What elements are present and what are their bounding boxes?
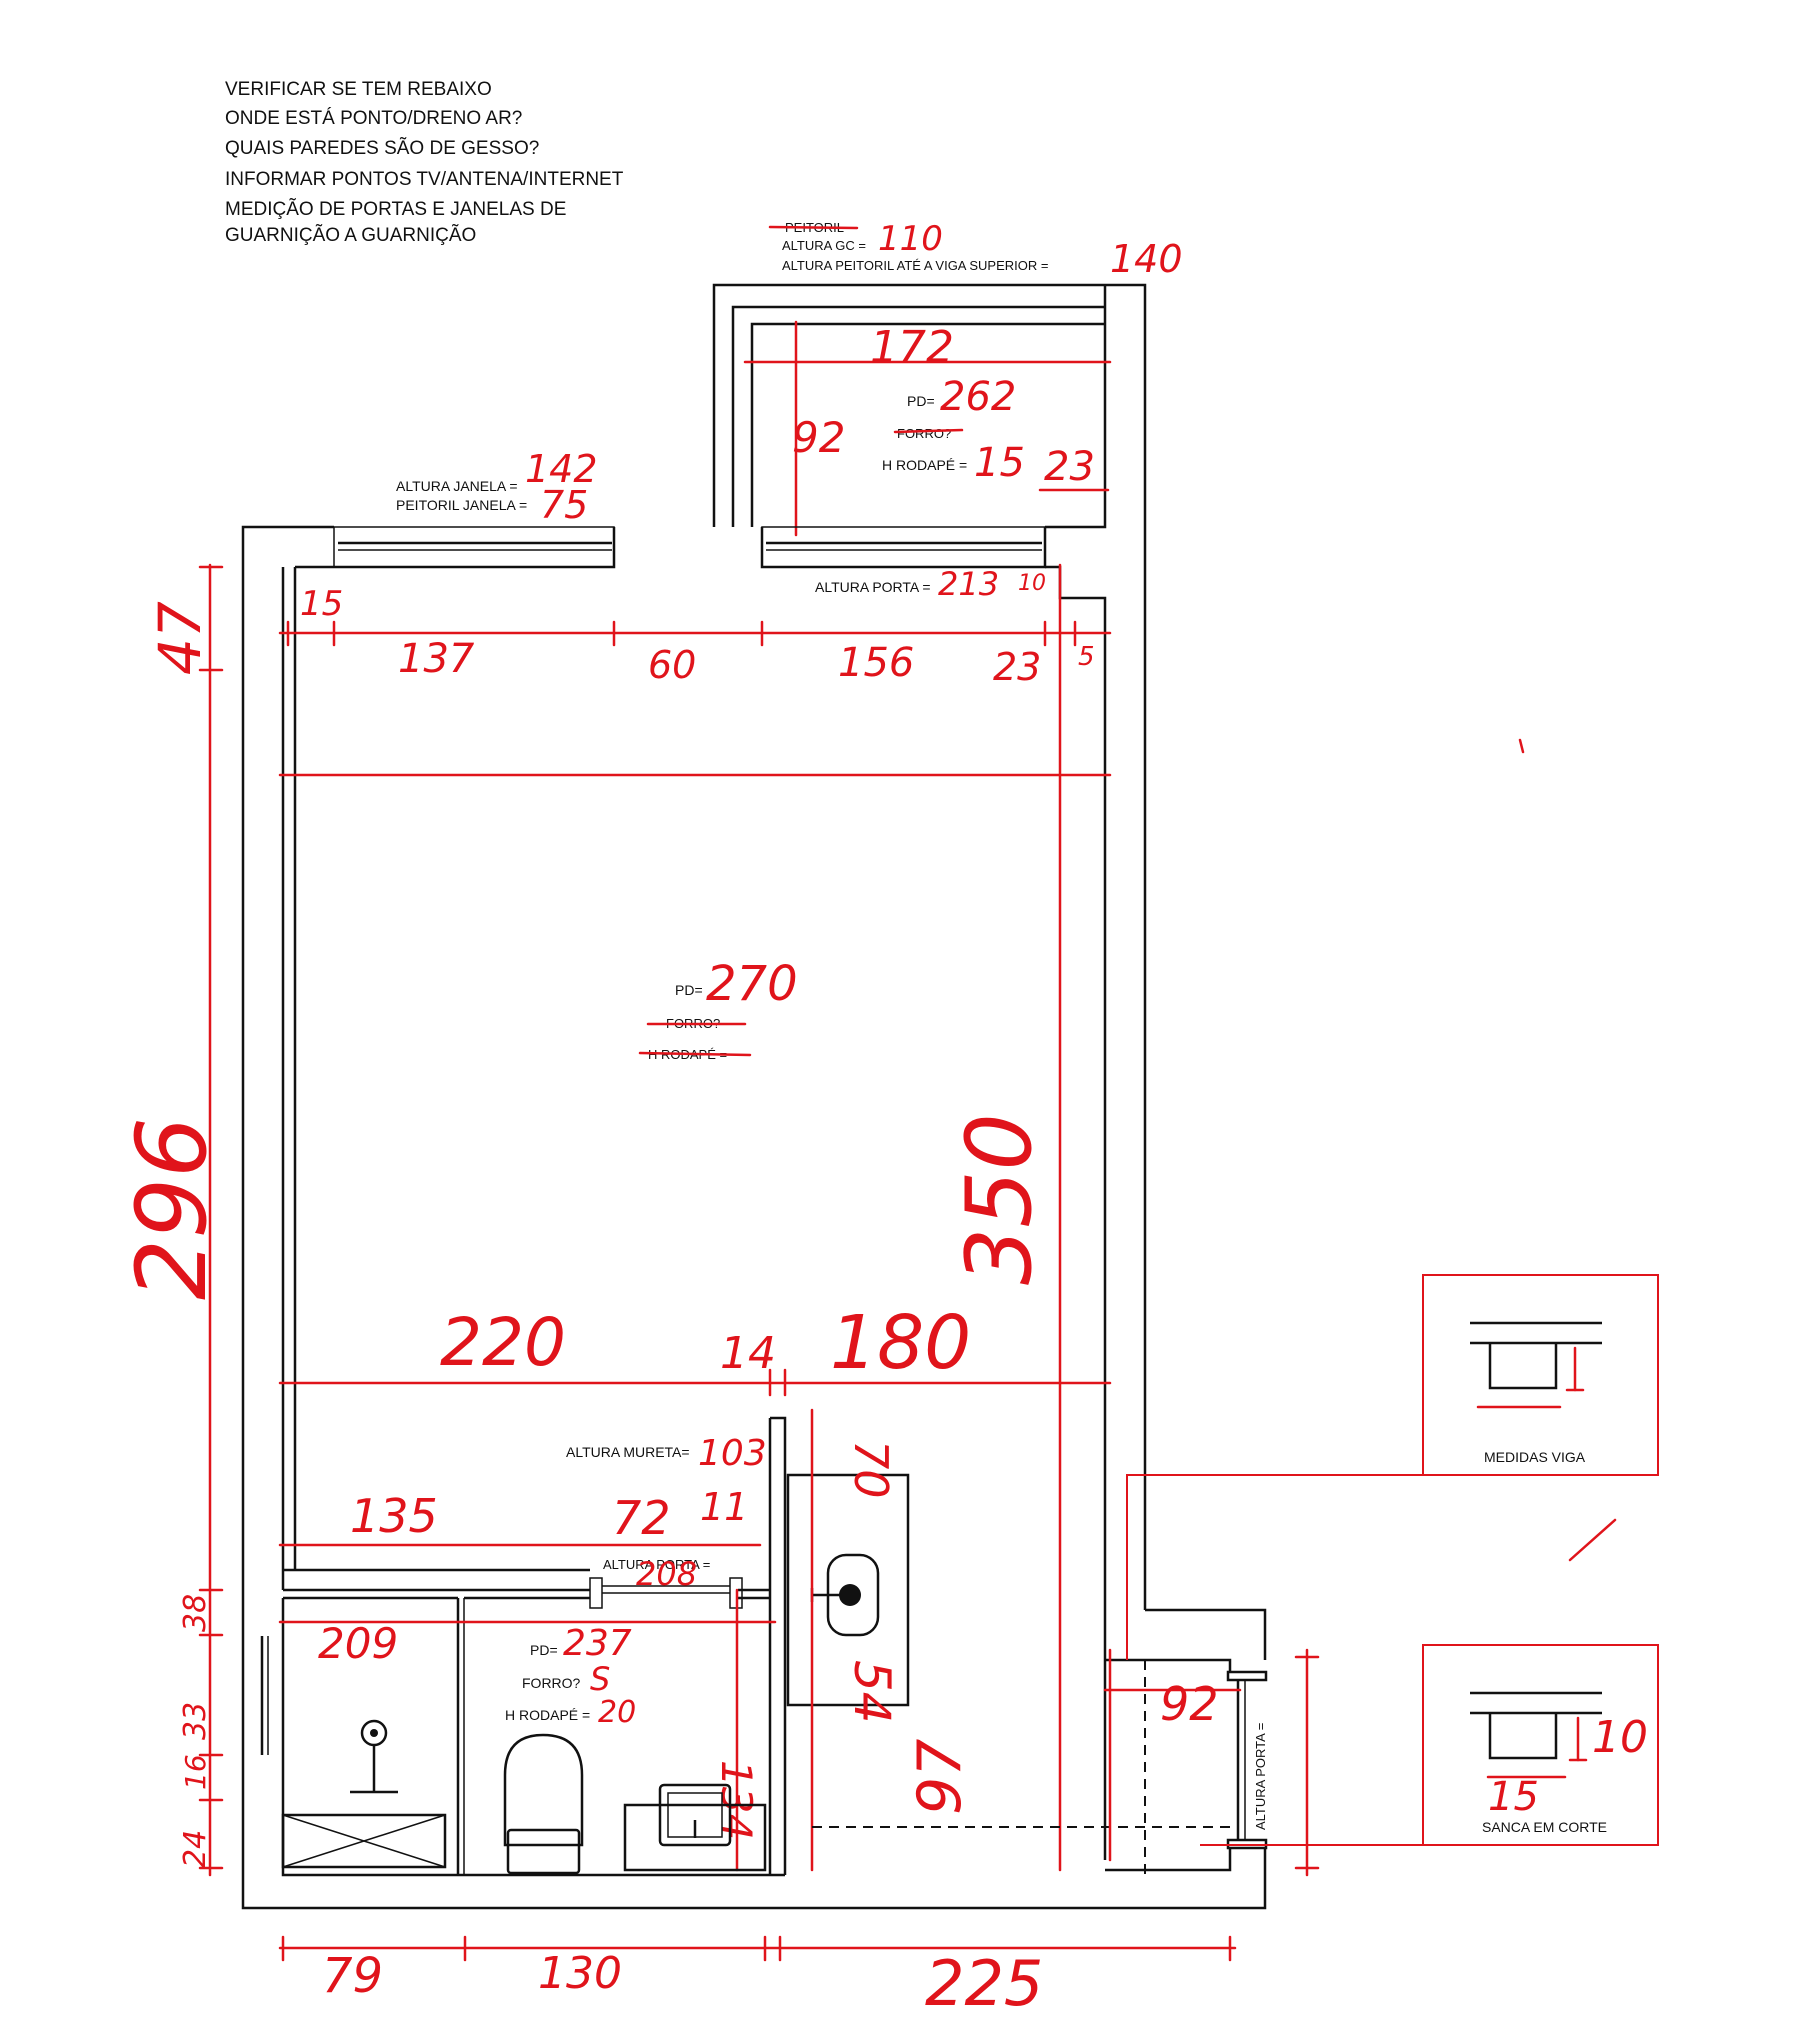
main-door-altura-label: ALTURA PORTA = <box>815 579 931 595</box>
mid-dim-0: 220 <box>440 1304 566 1381</box>
balcony-side-value: 23 <box>1044 444 1095 490</box>
inset-sanca-width: 15 <box>1488 1774 1539 1820</box>
balcony-rodape-value: 15 <box>974 440 1025 486</box>
shower-head-icon <box>350 1719 398 1794</box>
bath-forro-label: FORRO? <box>522 1675 581 1691</box>
bath-forro-value: S <box>590 1660 610 1698</box>
inset-viga <box>1422 1274 1659 1476</box>
bath-rodape-value: 20 <box>598 1695 636 1730</box>
window-right <box>761 526 1046 568</box>
bath-pd-value: 237 <box>563 1623 632 1664</box>
note-tv: INFORMAR PONTOS TV/ANTENA/INTERNET <box>225 169 624 190</box>
inset-sanca-height: 10 <box>1592 1712 1648 1763</box>
window-altura-label: ALTURA JANELA = <box>396 478 518 494</box>
strike-peitoril <box>768 225 859 230</box>
balcony-altura-gc-value: 110 <box>878 219 943 259</box>
bottom-dim-1: 130 <box>538 1948 622 1999</box>
window-left <box>333 526 615 568</box>
drain-box-icon <box>281 1813 447 1869</box>
inset-viga-label: MEDIDAS VIGA <box>1484 1449 1586 1465</box>
strike-forro-balcony <box>893 428 964 434</box>
toilet-icon <box>503 1733 584 1875</box>
note-guarnicao: GUARNIÇÃO A GUARNIÇÃO <box>225 224 476 246</box>
entry-width-value: 92 <box>1160 1677 1219 1731</box>
balcony-altura-gc-label: ALTURA GC = <box>782 238 866 253</box>
stray-mark-b <box>1568 1518 1617 1562</box>
entry-depth-value: 97 <box>905 1739 975 1815</box>
entry-door-label: ALTURA PORTA = <box>1253 1723 1268 1830</box>
bath-rodape-label: H RODAPÉ = <box>505 1707 590 1723</box>
note-rebaixo: VERIFICAR SE TEM REBAIXO <box>225 79 492 100</box>
top-dim-4: 23 <box>993 645 1041 689</box>
bath-door-label: ALTURA PORTA = <box>603 1557 710 1572</box>
top-dimension-ticks <box>286 620 1077 647</box>
mid-dim-1: 14 <box>720 1328 776 1379</box>
balcony-forro-label: FORRO? <box>897 426 951 441</box>
bottom-dim-0: 79 <box>322 1948 383 2004</box>
top-dim-1: 137 <box>398 636 475 682</box>
bath-dim-0: 135 <box>350 1489 438 1543</box>
balcony-viga-value: 140 <box>1110 237 1183 281</box>
right-total-value: 350 <box>947 1113 1052 1285</box>
counter-value-0: 70 <box>844 1440 898 1499</box>
balcony-walls <box>712 283 1147 1610</box>
note-gesso: QUAIS PAREDES SÃO DE GESSO? <box>225 137 539 159</box>
top-dim-2: 60 <box>648 643 696 687</box>
bath-left-dim-0: 38 <box>178 1594 213 1632</box>
balcony-pd-label: PD= <box>907 393 935 409</box>
bath-left-dim-3: 24 <box>178 1830 213 1868</box>
top-dim-0: 15 <box>300 584 343 624</box>
sink-icon <box>623 1783 767 1872</box>
bath-dim-2: 11 <box>700 1485 748 1529</box>
viga-callout-line <box>1126 1474 1423 1660</box>
bath-mureta-value: 103 <box>698 1433 767 1474</box>
balcony-width-value: 172 <box>870 322 954 373</box>
bath-mureta-label: ALTURA MURETA= <box>566 1444 690 1460</box>
left-total-value: 296 <box>116 1117 228 1300</box>
bottom-dim-2: 225 <box>925 1947 1043 2020</box>
bath-dim-1: 72 <box>612 1491 671 1545</box>
main-walls <box>241 525 1267 1910</box>
entry-wall-bottom <box>1105 1848 1232 1872</box>
window-altura-value: 142 <box>525 447 598 491</box>
shower-width-value: 209 <box>318 1619 398 1668</box>
left-dim-ticks <box>198 565 224 1870</box>
top-dim-3: 156 <box>838 640 914 686</box>
balcony-rodape-label: H RODAPÉ = <box>882 457 967 473</box>
balcony-viga-label: ALTURA PEITORIL ATÉ A VIGA SUPERIOR = <box>782 258 1048 273</box>
bottom-dim-ticks <box>281 1935 1232 1962</box>
main-pd-label: PD= <box>675 982 703 998</box>
left-top-value: 47 <box>146 601 214 675</box>
entry-wall-top <box>1105 1658 1232 1672</box>
bath-pd-label: PD= <box>530 1642 558 1658</box>
bath-vertical-value: 134 <box>712 1760 761 1840</box>
bath-door-value: 208 <box>636 1555 697 1593</box>
note-portas: MEDIÇÃO DE PORTAS E JANELAS DE <box>225 198 566 220</box>
counter-value-1: 54 <box>843 1660 901 1724</box>
main-door-altura-value: 213 <box>938 565 999 603</box>
mid-dim-2: 180 <box>830 1300 971 1386</box>
top-dim-5: 10 <box>1018 571 1046 596</box>
window-peitoril-value: 75 <box>540 483 588 527</box>
balcony-pd-value: 262 <box>940 374 1016 420</box>
note-dreno: ONDE ESTÁ PONTO/DRENO AR? <box>225 108 522 129</box>
window-peitoril-label: PEITORIL JANELA = <box>396 497 527 513</box>
inset-sanca-label: SANCA EM CORTE <box>1482 1819 1607 1835</box>
stray-mark-a <box>1518 738 1525 754</box>
main-pd-value: 270 <box>706 956 798 1012</box>
bath-walls <box>260 1416 787 1877</box>
strike-main-rodape <box>638 1051 752 1057</box>
bath-left-dim-1: 33 <box>178 1702 213 1740</box>
inset-sanca <box>1422 1644 1659 1846</box>
bath-left-dim-2: 16 <box>179 1754 212 1790</box>
top-dim-6: 5 <box>1078 642 1095 672</box>
balcony-depth-value: 92 <box>792 413 845 462</box>
